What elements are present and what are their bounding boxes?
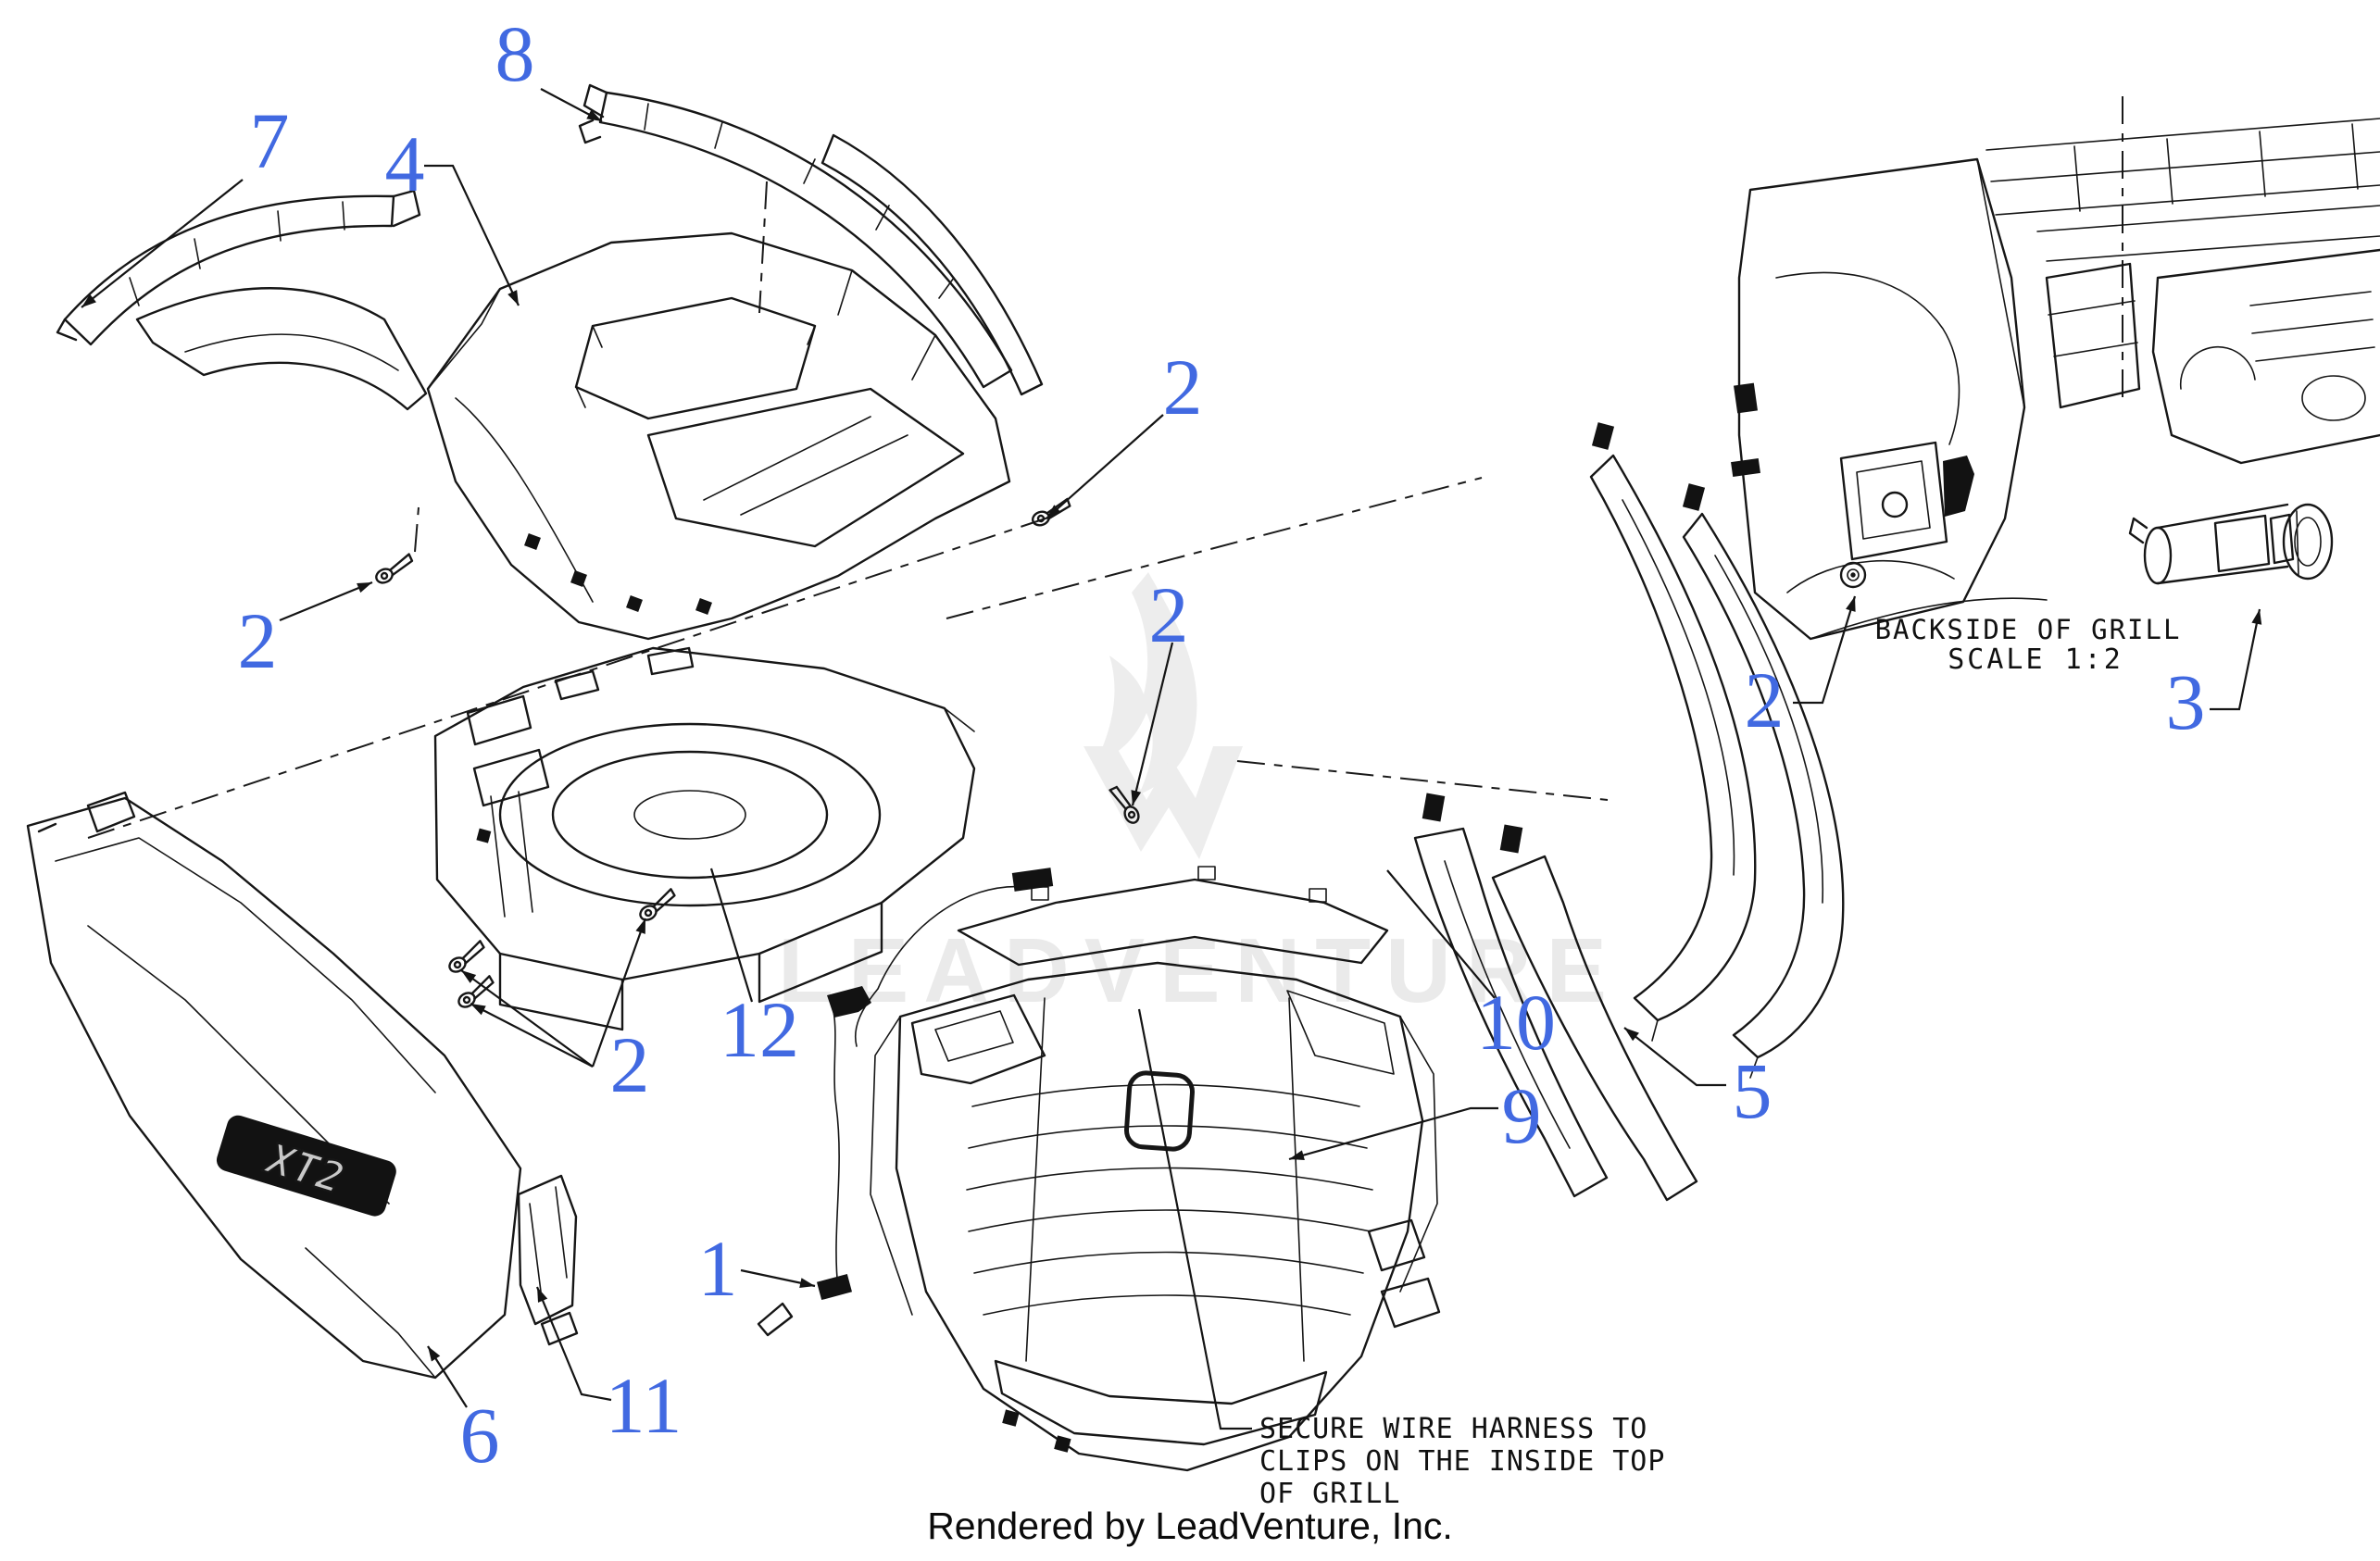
leader-arrowhead-icon xyxy=(461,970,477,983)
part-4-hood xyxy=(426,231,1011,641)
harness-note-line-1: SECURE WIRE HARNESS TO xyxy=(1259,1413,1647,1445)
leader-arrowhead-icon xyxy=(2251,609,2262,625)
leader-arrowhead-icon xyxy=(428,1346,441,1362)
part-3-bushing xyxy=(2128,503,2334,585)
callout-number-2[interactable]: 2 xyxy=(238,596,278,685)
screw-icon xyxy=(639,888,676,921)
flame-watermark-icon xyxy=(1096,572,1197,794)
leader-line xyxy=(424,164,520,306)
callout-number-6[interactable]: 6 xyxy=(460,1391,500,1480)
leader-arrowhead-icon xyxy=(1624,1028,1639,1042)
part-5-right-trim-panels xyxy=(1589,422,1845,1079)
callout-4-2: 4 xyxy=(385,119,520,306)
screw-icon xyxy=(448,940,485,973)
part-9-grille xyxy=(855,866,1441,1472)
callout-number-7[interactable]: 7 xyxy=(250,96,290,185)
leader-line xyxy=(709,868,754,1003)
leader-arrowhead-icon xyxy=(635,918,645,934)
callout-2-3: 2 xyxy=(238,581,373,685)
callout-layer: 8 7 4 2 2 2 2 12 111 6 910 5 2 3 xyxy=(81,9,2262,1480)
leader-line xyxy=(591,918,647,1068)
callout-number-5[interactable]: 5 xyxy=(1733,1046,1772,1135)
part-6-left-side-panel: XT2 xyxy=(26,791,522,1380)
rendered-by-credit: Rendered by LeadVenture, Inc. xyxy=(927,1505,1453,1547)
callout-11-11: 11 xyxy=(535,1286,683,1450)
chevron-watermark-icon xyxy=(1084,746,1243,859)
leader-line xyxy=(1623,1027,1726,1087)
callout-number-9[interactable]: 9 xyxy=(1502,1071,1542,1160)
callout-12-9: 12 xyxy=(709,868,799,1074)
callout-number-4[interactable]: 4 xyxy=(385,119,425,208)
callout-6-12: 6 xyxy=(427,1345,500,1480)
scale-label: SCALE 1:2 xyxy=(1948,643,2123,676)
inset-grill-backside xyxy=(1731,118,2380,641)
leader-line xyxy=(81,179,244,308)
part-12-fan-shroud xyxy=(433,646,976,1031)
leader-line xyxy=(460,969,594,1068)
leader-arrowhead-icon xyxy=(537,1287,548,1303)
callout-10-14: 10 xyxy=(1386,869,1556,1067)
callout-1-10: 1 xyxy=(698,1224,816,1313)
leader-arrowhead-icon xyxy=(799,1278,815,1289)
leader-line xyxy=(1386,869,1496,999)
callout-9-13: 9 xyxy=(1288,1071,1542,1161)
callout-number-2[interactable]: 2 xyxy=(1745,656,1785,744)
callout-number-3[interactable]: 3 xyxy=(2166,657,2206,746)
callout-number-11[interactable]: 11 xyxy=(606,1361,683,1450)
backside-of-grill-label: BACKSIDE OF GRILL xyxy=(1875,614,2182,645)
callout-number-8[interactable]: 8 xyxy=(495,9,535,98)
callout-5-15: 5 xyxy=(1623,1027,1772,1135)
harness-note-line-2: CLIPS ON THE INSIDE TOP xyxy=(1259,1445,1665,1478)
screw-icon xyxy=(1109,785,1140,824)
leader-arrowhead-icon xyxy=(1289,1150,1305,1160)
screw-fasteners xyxy=(375,497,1867,1008)
callout-number-2[interactable]: 2 xyxy=(1149,570,1189,659)
callout-number-10[interactable]: 10 xyxy=(1476,978,1556,1067)
part-8-upper-rail xyxy=(578,83,1044,396)
leader-arrowhead-icon xyxy=(81,293,96,307)
leader-line xyxy=(1288,1106,1498,1161)
harness-note-line-3: OF GRILL xyxy=(1259,1478,1401,1510)
callout-2-16: 2 xyxy=(1745,595,1857,744)
leader-line xyxy=(2210,608,2261,711)
leader-arrowhead-icon xyxy=(1131,790,1142,805)
leader-arrowhead-icon xyxy=(1846,596,1856,612)
callout-7-1: 7 xyxy=(81,96,290,308)
callout-number-2[interactable]: 2 xyxy=(610,1020,650,1109)
callout-2-4: 2 xyxy=(1046,343,1203,519)
callout-leader-7 xyxy=(460,969,594,1068)
callout-number-12[interactable]: 12 xyxy=(720,985,799,1074)
leader-arrowhead-icon xyxy=(357,582,372,593)
callout-8-0: 8 xyxy=(495,9,603,122)
leader-line xyxy=(279,581,373,622)
leader-arrowhead-icon xyxy=(586,109,602,121)
leader-arrowhead-icon xyxy=(507,290,519,306)
leader-line xyxy=(1131,642,1174,806)
callout-leader-8 xyxy=(470,1003,594,1068)
part-1-harness-clip xyxy=(757,986,871,1337)
part-7-valance xyxy=(56,189,428,411)
callout-3-17: 3 xyxy=(2166,608,2262,746)
part-11-bracket xyxy=(517,1174,579,1346)
callout-2-5: 2 xyxy=(1131,570,1189,806)
part-10-side-trim-panels xyxy=(1413,793,1698,1202)
leader-arrowhead-icon xyxy=(470,1004,486,1016)
callout-number-2[interactable]: 2 xyxy=(1163,343,1203,431)
leader-line xyxy=(1046,414,1164,519)
leadventure-watermark: LEADVENTURE xyxy=(778,572,1607,1021)
harness-note-leader xyxy=(1137,1008,1252,1430)
xt2-decal: XT2 xyxy=(216,1115,396,1217)
leader-line xyxy=(1793,595,1857,705)
annotations: BACKSIDE OF GRILL SCALE 1:2 SECURE WIRE … xyxy=(927,614,2182,1547)
leader-line xyxy=(535,1286,612,1402)
callout-number-1[interactable]: 1 xyxy=(698,1224,738,1313)
screw-icon xyxy=(375,553,414,584)
leader-arrowhead-icon xyxy=(1046,505,1061,518)
leader-line xyxy=(470,1003,594,1068)
callout-2-6: 2 xyxy=(591,918,650,1109)
push-fastener-icon xyxy=(1839,561,1867,589)
